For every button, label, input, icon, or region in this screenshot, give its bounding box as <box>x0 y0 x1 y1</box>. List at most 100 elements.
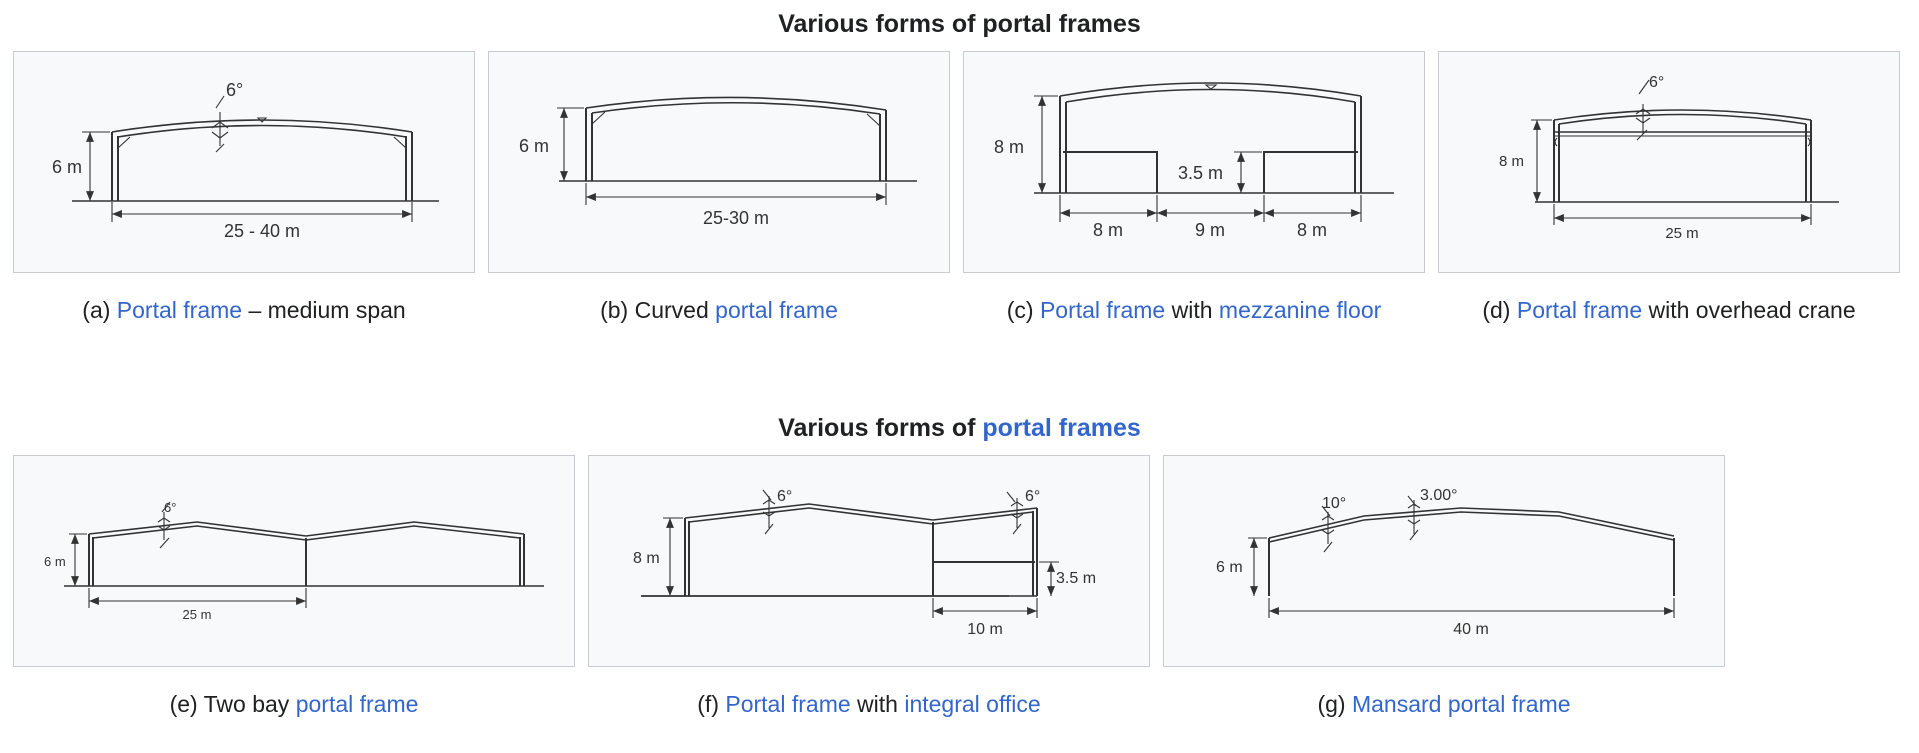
angle-leader <box>1638 79 1650 95</box>
height-label: 6 m <box>44 554 66 569</box>
caption-a: (a) Portal frame – medium span <box>13 297 475 324</box>
angle-arrow <box>1635 108 1651 115</box>
gallery-title-text: Various forms of <box>778 414 983 442</box>
height-label: 8 m <box>994 137 1024 157</box>
angle-arrow <box>1321 529 1335 535</box>
mezzanine-floor <box>1063 151 1158 193</box>
rafter <box>1558 113 1807 125</box>
caption-mid: with <box>850 691 905 717</box>
angle-arrow <box>762 499 776 505</box>
integral-office-link[interactable]: integral office <box>904 691 1041 717</box>
angle-leader <box>161 501 171 513</box>
caption-suffix: – medium span <box>242 297 406 323</box>
portal-frame-link[interactable]: Portal frame <box>1516 297 1643 323</box>
angle-leader <box>1636 129 1648 141</box>
apex-joint <box>1204 84 1218 90</box>
figure-c-frame[interactable]: 8 m 3.5 m 8 m 9 m 8 m <box>963 51 1425 273</box>
angle-leader <box>159 537 170 549</box>
span-label: 25-30 m <box>703 208 769 228</box>
figure-a-frame[interactable]: 6 m 25 - 40 m 6° <box>13 51 475 273</box>
rafter <box>111 119 413 133</box>
caption-e: (e) Two bay portal frame <box>13 691 575 718</box>
haunch <box>866 113 881 127</box>
angle-arrow <box>1010 513 1024 519</box>
angle-arrow <box>1407 519 1421 525</box>
caption-prefix: (d) <box>1482 297 1517 323</box>
figure-b-frame[interactable]: 6 m 25-30 m <box>488 51 950 273</box>
span-label: 10 m <box>967 621 1003 638</box>
angle-leader <box>1409 529 1419 541</box>
caption-suffix: with overhead crane <box>1642 297 1856 323</box>
crane-bracket <box>1807 137 1811 147</box>
caption-prefix: (e) Two bay <box>169 691 296 717</box>
caption-f: (f) Portal frame with integral office <box>588 691 1150 718</box>
angle-leader <box>1323 541 1333 553</box>
figure-e-frame[interactable]: 6 m 25 m 6° <box>13 455 575 667</box>
diagram-g: 6 m 40 m 10° 3.00° <box>1216 487 1675 638</box>
portal-frames-link[interactable]: portal frames <box>982 414 1141 442</box>
span-label: 25 m <box>183 607 212 622</box>
height-label: 8 m <box>633 550 660 567</box>
mansard-rafter <box>1268 511 1675 543</box>
gallery-title-1: Various forms of portal frames <box>778 10 1141 38</box>
angle-arrow <box>1010 501 1024 507</box>
portal-frame-link[interactable]: Portal frame <box>725 691 851 717</box>
rafter <box>1553 109 1812 121</box>
span-label: 40 m <box>1453 621 1489 638</box>
rafter <box>1065 88 1356 103</box>
span-label: 25 m <box>1665 225 1698 242</box>
angle-leader <box>762 489 772 501</box>
height-label: 6 m <box>1216 559 1243 576</box>
mezzanine-floor-link[interactable]: mezzanine floor <box>1218 297 1382 323</box>
curved-rafter <box>591 101 881 115</box>
angle-label: 6° <box>777 488 792 505</box>
caption-prefix: (f) <box>697 691 726 717</box>
mezzanine-height-label: 3.5 m <box>1178 163 1223 183</box>
portal-frame-link[interactable]: portal frame <box>715 297 838 323</box>
portal-frame-link[interactable]: Portal frame <box>116 297 243 323</box>
angle-leader <box>1321 505 1331 517</box>
angle-arrow <box>762 511 776 517</box>
diagram-e: 6 m 25 m 6° <box>44 500 544 622</box>
caption-g: (g) Mansard portal frame <box>1163 691 1725 718</box>
mansard-portal-frame-link[interactable]: Mansard portal frame <box>1351 691 1571 717</box>
diagram-c: 8 m 3.5 m 8 m 9 m 8 m <box>994 82 1394 240</box>
haunch <box>117 136 131 149</box>
angle-arrow <box>157 517 171 523</box>
angle-arrow <box>211 121 229 129</box>
angle-arrow <box>1321 515 1335 521</box>
angle-leader <box>764 523 774 535</box>
diagram-a: 6 m 25 - 40 m 6° <box>52 80 439 241</box>
rafter <box>88 521 525 537</box>
angle-label: 6° <box>226 80 243 100</box>
caption-prefix: (a) <box>82 297 117 323</box>
angle-label: 6° <box>1025 488 1040 505</box>
height-label: 6 m <box>52 157 82 177</box>
caption-c: (c) Portal frame with mezzanine floor <box>963 297 1425 324</box>
angle-arrow <box>1635 117 1651 124</box>
angle-leader <box>1012 523 1022 535</box>
figure-f-frame[interactable]: 8 m 3.5 m 10 m 6° 6° <box>588 455 1150 667</box>
figure-g-frame[interactable]: 6 m 40 m 10° 3.00° <box>1163 455 1725 667</box>
angle-label: 10° <box>1322 495 1346 512</box>
portal-frame-link[interactable]: portal frame <box>295 691 419 717</box>
caption-prefix: (c) <box>1006 297 1040 323</box>
figure-d-frame[interactable]: 8 m 25 m 6° <box>1438 51 1900 273</box>
portal-frame-link[interactable]: Portal frame <box>1039 297 1166 323</box>
height-label: 8 m <box>1499 153 1524 170</box>
curved-rafter <box>585 96 887 111</box>
diagram-d: 8 m 25 m 6° <box>1499 74 1839 242</box>
angle-arrow <box>157 525 171 531</box>
bay-label: 9 m <box>1195 220 1225 240</box>
crane-bracket <box>1554 137 1558 147</box>
caption-prefix: (g) <box>1317 691 1352 717</box>
bay-label: 8 m <box>1297 220 1327 240</box>
gallery-title-2: Various forms of portal frames <box>0 414 1919 443</box>
rafter <box>92 525 521 541</box>
caption-d: (d) Portal frame with overhead crane <box>1438 297 1900 324</box>
angle-arrow <box>211 131 229 139</box>
angle-label: 6° <box>1649 74 1664 91</box>
bay-label: 8 m <box>1093 220 1123 240</box>
caption-mid: with <box>1165 297 1219 323</box>
span-label: 25 - 40 m <box>224 221 300 241</box>
